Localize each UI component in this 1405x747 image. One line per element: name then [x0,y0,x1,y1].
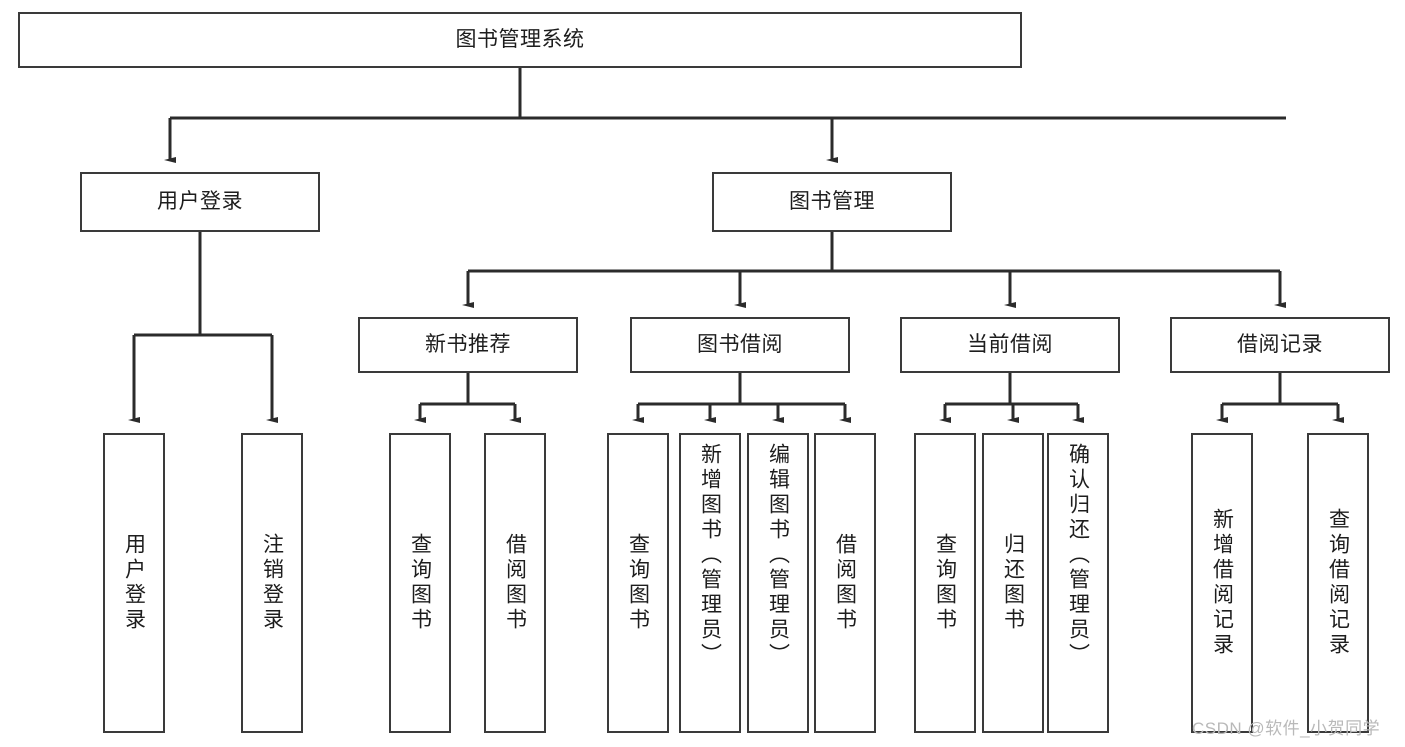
leaf-add-book[interactable]: 新增图书（管理员） [679,433,741,733]
node-user-login-label: 用户登录 [157,190,243,214]
leaf-query-book-1-label: 查询图书 [408,533,432,633]
node-borrow-record[interactable]: 借阅记录 [1170,317,1390,373]
leaf-query-book-2[interactable]: 查询图书 [607,433,669,733]
leaf-confirm-return-label: 确认归还（管理员） [1066,443,1090,668]
node-book-borrow[interactable]: 图书借阅 [630,317,850,373]
leaf-borrow-book-1[interactable]: 借阅图书 [484,433,546,733]
leaf-borrow-book-2-label: 借阅图书 [833,533,857,633]
leaf-query-book-3-label: 查询图书 [933,533,957,633]
leaf-borrow-book-1-label: 借阅图书 [503,533,527,633]
leaf-logout[interactable]: 注销登录 [241,433,303,733]
node-borrow-record-label: 借阅记录 [1237,333,1323,357]
node-current-borrow[interactable]: 当前借阅 [900,317,1120,373]
node-new-book-rec-label: 新书推荐 [425,333,511,357]
node-root[interactable]: 图书管理系统 [18,12,1022,68]
leaf-edit-book[interactable]: 编辑图书（管理员） [747,433,809,733]
leaf-query-book-2-label: 查询图书 [626,533,650,633]
leaf-borrow-book-2[interactable]: 借阅图书 [814,433,876,733]
leaf-add-book-label: 新增图书（管理员） [698,443,722,668]
leaf-user-login[interactable]: 用户登录 [103,433,165,733]
watermark: CSDN @软件_小贺同学 [1192,719,1381,738]
leaf-query-book-1[interactable]: 查询图书 [389,433,451,733]
leaf-query-record[interactable]: 查询借阅记录 [1307,433,1369,733]
node-new-book-rec[interactable]: 新书推荐 [358,317,578,373]
leaf-logout-label: 注销登录 [260,533,284,633]
node-book-manage[interactable]: 图书管理 [712,172,952,232]
node-root-label: 图书管理系统 [455,28,585,52]
leaf-confirm-return[interactable]: 确认归还（管理员） [1047,433,1109,733]
leaf-query-book-3[interactable]: 查询图书 [914,433,976,733]
leaf-add-record[interactable]: 新增借阅记录 [1191,433,1253,733]
node-book-borrow-label: 图书借阅 [697,333,783,357]
leaf-return-book[interactable]: 归还图书 [982,433,1044,733]
node-book-manage-label: 图书管理 [789,190,875,214]
node-user-login[interactable]: 用户登录 [80,172,320,232]
leaf-query-record-label: 查询借阅记录 [1326,508,1350,658]
leaf-user-login-label: 用户登录 [122,533,146,633]
leaf-return-book-label: 归还图书 [1001,533,1025,633]
leaf-add-record-label: 新增借阅记录 [1210,508,1234,658]
leaf-edit-book-label: 编辑图书（管理员） [766,443,790,668]
node-current-borrow-label: 当前借阅 [967,333,1053,357]
